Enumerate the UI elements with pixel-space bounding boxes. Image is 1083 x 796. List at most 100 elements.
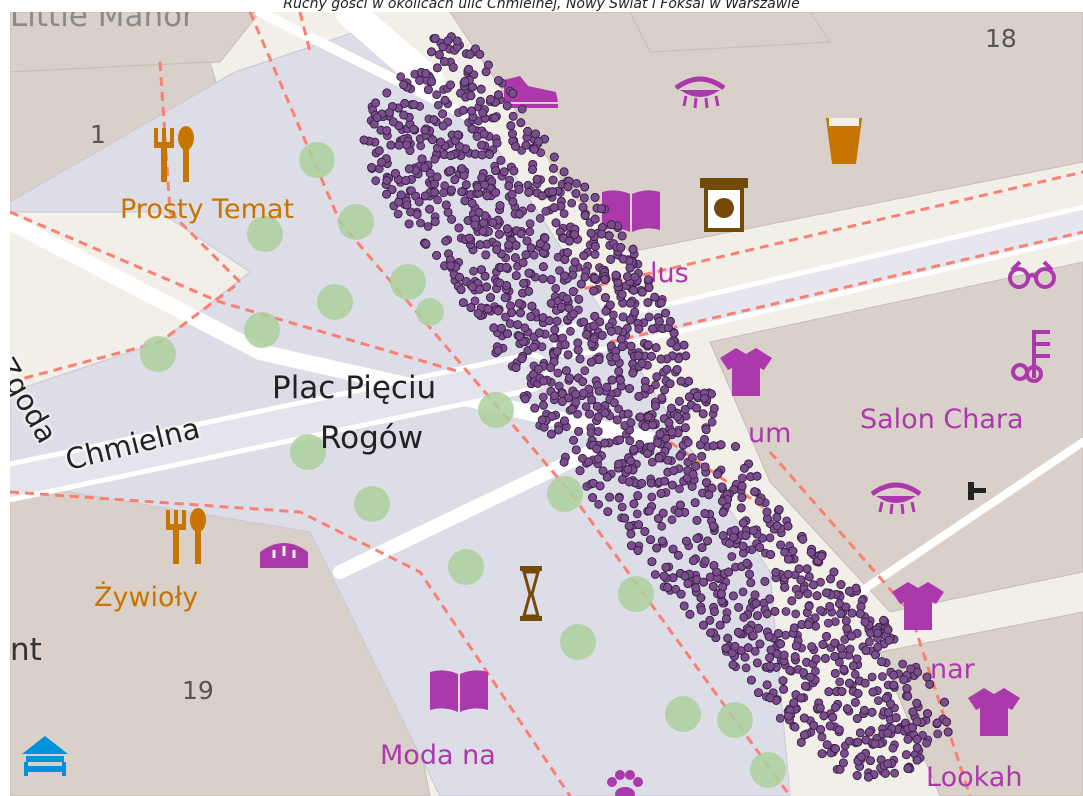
gps-point <box>576 279 586 289</box>
gps-point <box>667 515 677 525</box>
gps-point <box>840 635 850 644</box>
gps-point <box>633 351 643 361</box>
gps-point <box>483 304 493 314</box>
gps-point <box>675 484 684 494</box>
gps-point <box>534 136 543 146</box>
gps-point <box>461 180 471 190</box>
gps-point <box>650 570 660 579</box>
gps-point <box>573 345 583 355</box>
gps-point <box>523 127 532 136</box>
pet-shop-icon[interactable] <box>604 770 644 796</box>
label-zywioly: Żywioły <box>94 582 199 613</box>
gps-point <box>627 541 636 550</box>
gps-point <box>575 354 585 364</box>
gps-point <box>597 229 607 239</box>
gps-point <box>852 714 862 723</box>
gps-point <box>504 181 514 191</box>
gps-point <box>582 329 591 339</box>
gps-point <box>491 188 501 197</box>
gps-point <box>446 80 455 90</box>
hotel-icon[interactable] <box>20 734 70 778</box>
hairdresser-icon[interactable] <box>1010 328 1054 384</box>
gps-point <box>529 144 539 154</box>
building-block <box>709 261 1083 613</box>
gps-point <box>514 184 524 194</box>
gps-point <box>912 755 922 765</box>
gps-point <box>504 240 514 250</box>
gps-point <box>734 603 743 612</box>
clothes-shop-icon[interactable] <box>890 580 946 632</box>
gps-point <box>746 578 756 588</box>
gps-point <box>367 163 377 172</box>
clothes-shop-icon[interactable] <box>718 346 774 398</box>
gps-point <box>499 167 509 177</box>
gps-point <box>505 319 515 329</box>
gps-point <box>590 214 600 224</box>
gps-point <box>766 661 775 671</box>
gps-point <box>883 625 893 635</box>
gps-point <box>923 709 932 718</box>
clothes-shop-icon[interactable] <box>966 686 1022 738</box>
gps-point <box>560 416 569 426</box>
gps-point <box>708 582 718 591</box>
shoe-shop-icon[interactable] <box>500 70 562 110</box>
gps-point <box>796 693 806 703</box>
gps-point <box>494 90 503 100</box>
gps-point <box>932 718 942 728</box>
gps-points-layer <box>359 32 953 782</box>
map-view[interactable]: Little Manor 18 1 Prosty Temat Zgoda Chm… <box>10 12 1083 796</box>
gps-point <box>494 229 504 239</box>
monument-icon[interactable] <box>518 564 544 624</box>
gps-point <box>586 357 596 367</box>
gps-point <box>526 243 536 253</box>
gps-point <box>922 738 931 748</box>
gps-point <box>549 152 559 162</box>
gps-point <box>661 562 671 572</box>
bakery-icon[interactable] <box>256 536 312 572</box>
gps-point <box>470 220 480 230</box>
gps-point <box>697 451 707 461</box>
gps-point <box>571 389 580 399</box>
beauty-salon-icon[interactable] <box>672 70 728 110</box>
gps-point <box>601 306 611 316</box>
gps-point <box>458 298 468 308</box>
gps-point <box>852 771 862 780</box>
gps-point <box>475 284 485 294</box>
gps-point <box>789 698 799 708</box>
road-ne <box>856 438 1083 596</box>
restaurant-icon[interactable] <box>162 506 212 568</box>
gps-point <box>567 404 577 414</box>
gps-point <box>393 209 403 219</box>
gps-point <box>794 590 804 600</box>
gps-point <box>655 429 665 439</box>
gps-point <box>592 444 602 454</box>
optician-icon[interactable] <box>1006 260 1058 292</box>
gps-point <box>657 393 667 403</box>
bar-icon[interactable] <box>824 116 864 166</box>
gps-point <box>679 340 689 350</box>
gps-point <box>432 172 442 182</box>
gps-point <box>664 418 674 428</box>
gps-point <box>751 598 761 608</box>
gps-point <box>656 489 666 498</box>
gps-point <box>555 266 564 275</box>
gps-point <box>723 633 733 643</box>
gps-point <box>691 461 701 471</box>
gps-point <box>755 543 765 552</box>
gps-point <box>943 727 953 737</box>
gps-point <box>519 278 528 288</box>
gps-point <box>476 265 486 275</box>
gps-point <box>594 386 604 396</box>
restaurant-icon[interactable] <box>150 124 200 186</box>
gps-point <box>562 366 571 376</box>
gps-point <box>481 250 491 260</box>
gps-point <box>466 303 476 312</box>
gps-point <box>696 605 706 615</box>
sign-icon[interactable] <box>964 478 990 504</box>
gps-point <box>409 100 419 109</box>
gps-point <box>513 320 523 330</box>
gps-point <box>738 587 748 597</box>
books-icon[interactable] <box>428 668 490 714</box>
beauty-salon-icon[interactable] <box>868 476 924 516</box>
atm-icon[interactable] <box>698 176 750 232</box>
